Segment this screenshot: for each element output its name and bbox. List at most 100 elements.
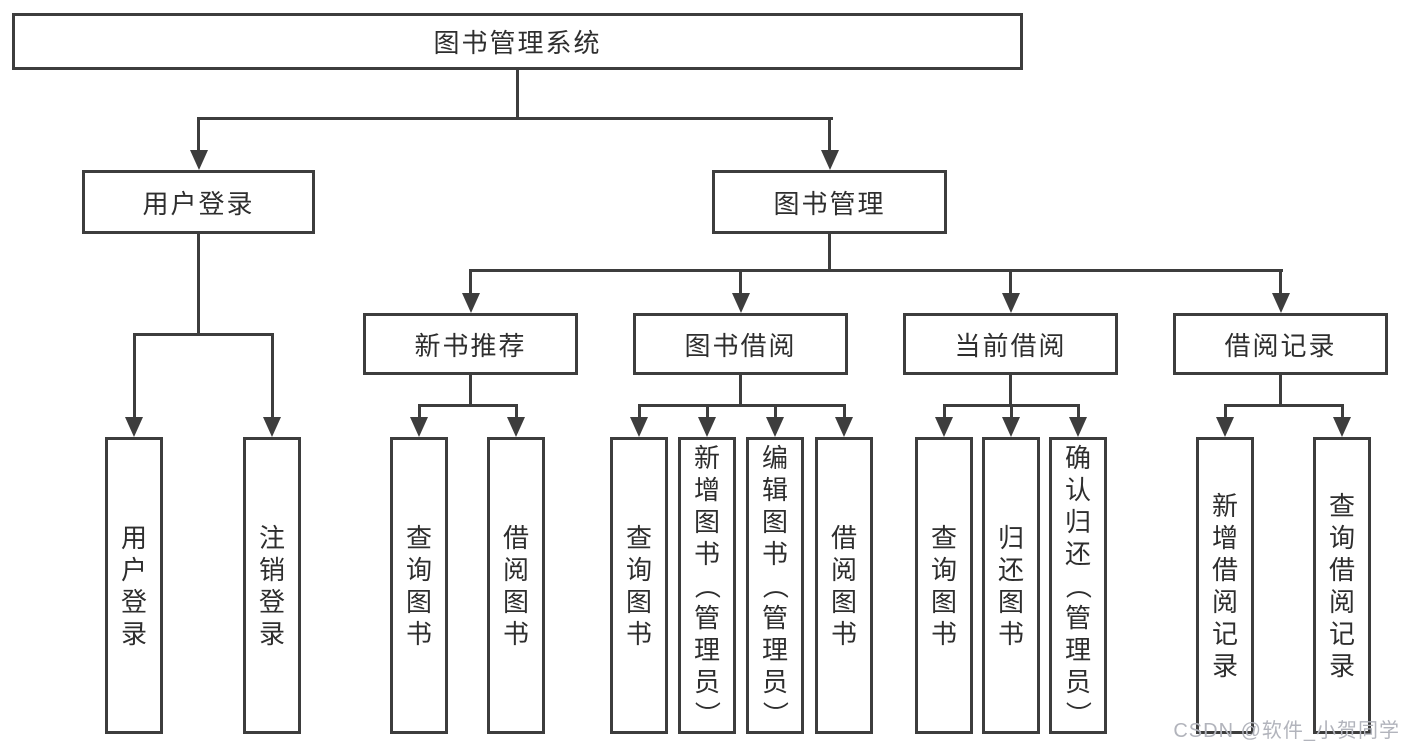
connector-line (843, 404, 846, 419)
leaf-label-char: 管 (693, 602, 720, 633)
connector-line (943, 404, 946, 419)
leaf-label-char: 书 (761, 538, 788, 569)
arrowhead-down-icon (732, 293, 750, 313)
connector-line (739, 375, 742, 406)
arrowhead-down-icon (1216, 417, 1234, 437)
connector-line (469, 269, 1283, 272)
leaf-label-char: 编 (761, 442, 788, 473)
leaf-borrow-book: 借阅图书 (815, 437, 873, 734)
leaf-label-char: 阅 (1211, 586, 1238, 617)
node-library-system: 图书管理系统 (12, 13, 1023, 70)
node-new-book-recommend-label: 新书推荐 (414, 330, 527, 361)
leaf-label-char: 用 (120, 522, 147, 553)
arrowhead-down-icon (835, 417, 853, 437)
connector-line (271, 333, 274, 419)
connector-line (516, 70, 519, 119)
leaf-label-char: 录 (1211, 650, 1238, 681)
leaf-label-char: 询 (930, 554, 957, 585)
leaf-label-char: 员 (761, 666, 788, 697)
node-user-login: 用户登录 (82, 170, 315, 234)
leaf-return-book: 归还图书 (982, 437, 1040, 734)
arrowhead-down-icon (1002, 293, 1020, 313)
connector-line (638, 404, 846, 407)
leaf-label-char: 销 (258, 554, 285, 585)
leaf-label-char: 询 (1328, 522, 1355, 553)
leaf-label-char: 归 (997, 522, 1024, 553)
connector-line (1010, 404, 1013, 419)
leaf-label-char: ） (759, 700, 790, 727)
leaf-label-char: 记 (1211, 618, 1238, 649)
leaf-label-char: 书 (693, 538, 720, 569)
connector-line (1224, 404, 1344, 407)
node-library-system-label: 图书管理系统 (433, 28, 602, 58)
arrowhead-down-icon (190, 150, 208, 170)
leaf-query-books-borrow: 查询图书 (610, 437, 668, 734)
leaf-label-char: 查 (930, 522, 957, 553)
connector-line (418, 404, 518, 407)
leaf-label-char: 查 (625, 522, 652, 553)
leaf-label-char: 图 (830, 586, 857, 617)
leaf-label-char: 录 (258, 618, 285, 649)
node-borrow-records-label: 借阅记录 (1224, 330, 1337, 361)
connector-line (515, 404, 518, 419)
leaf-label-char: 增 (693, 474, 720, 505)
leaf-label-char: 查 (1328, 490, 1355, 521)
leaf-label-char: 书 (625, 618, 652, 649)
connector-line (418, 404, 421, 419)
leaf-label-char: 询 (405, 554, 432, 585)
leaf-label-char: 询 (625, 554, 652, 585)
leaf-add-book-admin: 新增图书（管理员） (678, 437, 736, 734)
leaf-label-char: 查 (405, 522, 432, 553)
leaf-label-char: 图 (625, 586, 652, 617)
leaf-query-books-current: 查询图书 (915, 437, 973, 734)
connector-line (1224, 404, 1227, 419)
node-new-book-recommend: 新书推荐 (363, 313, 578, 375)
leaf-label-char: 辑 (761, 474, 788, 505)
leaf-label-char: 确 (1064, 442, 1091, 473)
leaf-label-char: 登 (120, 586, 147, 617)
node-current-borrow: 当前借阅 (903, 313, 1118, 375)
leaf-label-char: 书 (405, 618, 432, 649)
leaf-label-char: 记 (1328, 618, 1355, 649)
arrowhead-down-icon (821, 150, 839, 170)
connector-line (739, 269, 742, 297)
arrowhead-down-icon (410, 417, 428, 437)
leaf-label-char: （ (1062, 572, 1093, 599)
connector-line (133, 333, 274, 336)
connector-line (133, 333, 136, 419)
connector-line (197, 117, 200, 152)
leaf-label-char: 图 (997, 586, 1024, 617)
arrowhead-down-icon (1272, 293, 1290, 313)
leaf-edit-book-admin: 编辑图书（管理员） (746, 437, 804, 734)
node-book-management-label: 图书管理 (773, 188, 886, 219)
leaf-label-char: 书 (930, 618, 957, 649)
leaf-label-char: 注 (258, 522, 285, 553)
leaf-label-char: 阅 (1328, 586, 1355, 617)
leaf-label-char: 借 (830, 522, 857, 553)
leaf-label-char: 图 (930, 586, 957, 617)
node-user-login-label: 用户登录 (142, 188, 255, 219)
leaf-label-char: 图 (693, 506, 720, 537)
node-book-borrow-label: 图书借阅 (684, 330, 797, 361)
leaf-label-char: 图 (405, 586, 432, 617)
connector-line (1009, 375, 1012, 406)
leaf-user-login: 用户登录 (105, 437, 163, 734)
leaf-add-borrow-record: 新增借阅记录 (1196, 437, 1254, 734)
leaf-label-char: 图 (761, 506, 788, 537)
arrowhead-down-icon (263, 417, 281, 437)
watermark: CSDN @软件_小贺同学 (1173, 720, 1400, 742)
arrowhead-down-icon (462, 293, 480, 313)
connector-line (1279, 375, 1282, 406)
connector-line (638, 404, 641, 419)
connector-line (828, 234, 831, 271)
leaf-label-char: 管 (1064, 602, 1091, 633)
leaf-label-char: 录 (1328, 650, 1355, 681)
arrowhead-down-icon (1333, 417, 1351, 437)
leaf-label-char: 图 (502, 586, 529, 617)
leaf-borrow-book-recommend: 借阅图书 (487, 437, 545, 734)
leaf-label-char: 录 (120, 618, 147, 649)
leaf-label-char: （ (759, 572, 790, 599)
leaf-label-char: 员 (1064, 666, 1091, 697)
arrowhead-down-icon (935, 417, 953, 437)
